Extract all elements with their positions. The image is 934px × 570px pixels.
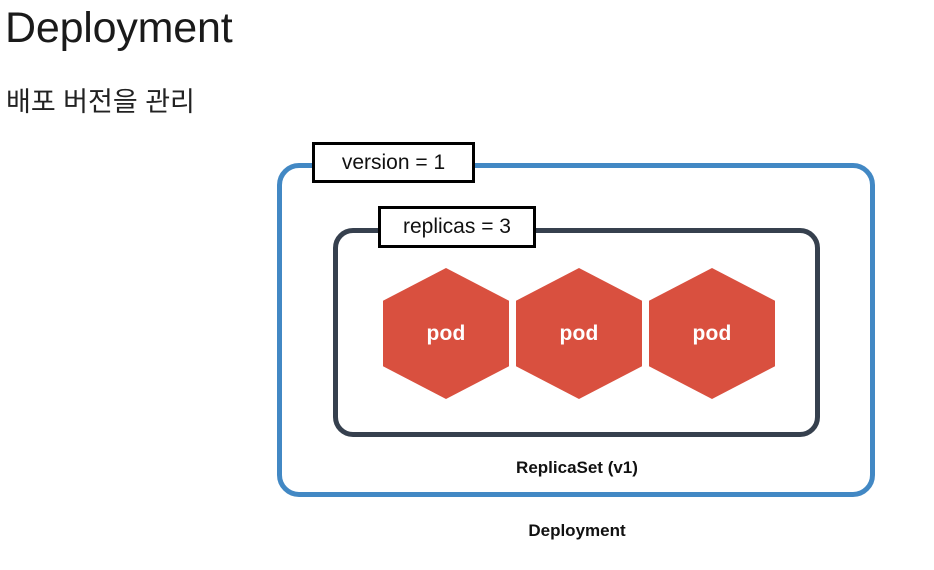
pod-label: pod bbox=[692, 321, 732, 345]
pod-label: pod bbox=[426, 321, 466, 345]
deployment-caption: Deployment bbox=[528, 521, 626, 540]
version-callout-label: version = 1 bbox=[312, 142, 475, 183]
replicaset-boundary-box bbox=[333, 228, 820, 437]
pod-label: pod bbox=[559, 321, 599, 345]
page-subtitle: 배포 버전을 관리 bbox=[6, 87, 195, 117]
page-title: Deployment bbox=[5, 4, 233, 52]
deployment-boundary-box bbox=[277, 163, 875, 497]
replicas-callout-label: replicas = 3 bbox=[378, 206, 536, 248]
replicaset-caption: ReplicaSet (v1) bbox=[516, 458, 638, 477]
